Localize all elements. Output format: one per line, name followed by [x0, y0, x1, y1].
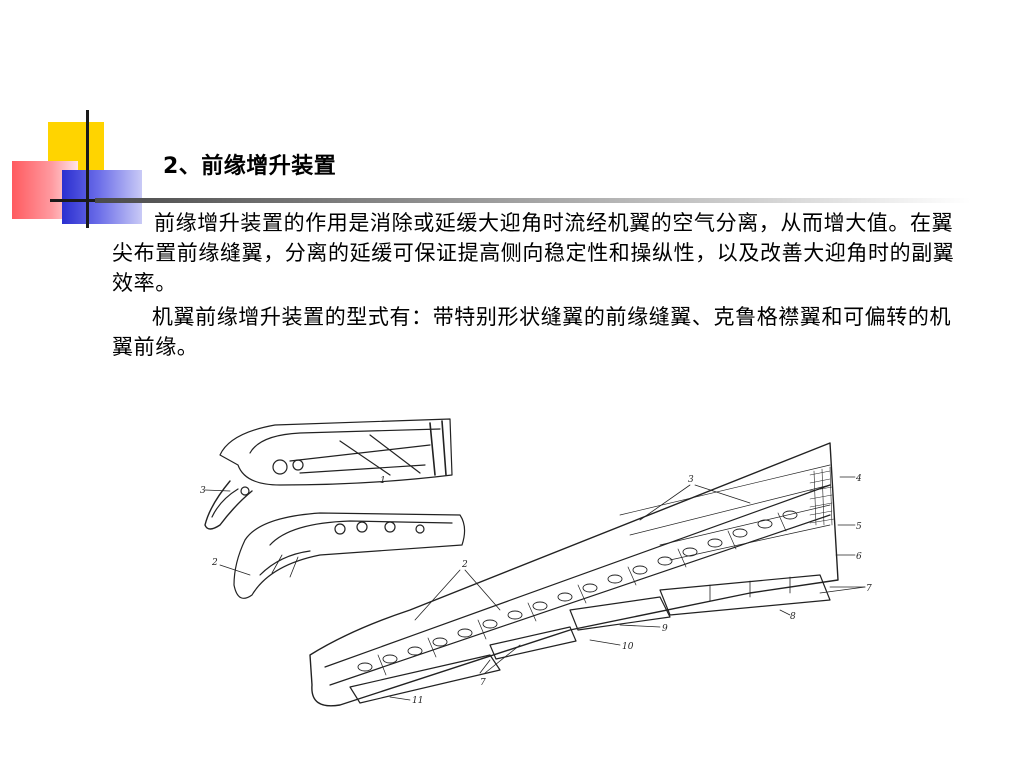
slide-title: 2、前缘增升装置 [163, 154, 337, 179]
figure-label-1: 1 [380, 476, 386, 486]
paragraph-types: 机翼前缘增升装置的型式有：带特别形状缝翼的前缘缝翼、克鲁格襟翼和可偏转的机翼前缘… [112, 305, 952, 359]
figure-label-8: 8 [790, 612, 796, 622]
figure-label-11: 11 [412, 696, 423, 706]
slat-section-top [204, 418, 453, 530]
figure-label-7a: 7 [866, 584, 872, 594]
title-divider [95, 198, 971, 203]
figure-label-9: 9 [662, 624, 668, 634]
wing-planform [309, 442, 839, 707]
figure-label-2a: 2 [211, 558, 218, 568]
deco-vertical-line [86, 110, 89, 228]
figure-label-7b: 7 [480, 678, 486, 688]
deco-blue-square [62, 170, 142, 224]
figure-label-3b: 3 [688, 475, 694, 485]
figure-label-2b: 2 [461, 560, 468, 570]
figure-label-6: 6 [856, 552, 862, 562]
figure-label-10: 10 [622, 642, 634, 652]
wing-drawing: 3 2 2 3 4 5 6 7 8 9 10 7 11 1 [200, 418, 872, 707]
slide-body: 前缘增升装置的作用是消除或延缓大迎角时流经机翼的空气分离，从而增大值。在翼尖布置… [112, 208, 972, 362]
paragraph-purpose: 前缘增升装置的作用是消除或延缓大迎角时流经机翼的空气分离，从而增大值。在翼尖布置… [112, 211, 955, 295]
figure-label-5: 5 [856, 522, 862, 532]
wing-leading-edge-figure: 3 2 2 3 4 5 6 7 8 9 10 7 11 1 [190, 405, 880, 735]
figure-label-4: 4 [855, 474, 862, 484]
leader-lines [204, 476, 866, 701]
corner-decoration [0, 0, 150, 240]
slat-section-bottom [233, 512, 466, 599]
figure-label-3a: 3 [200, 486, 206, 496]
